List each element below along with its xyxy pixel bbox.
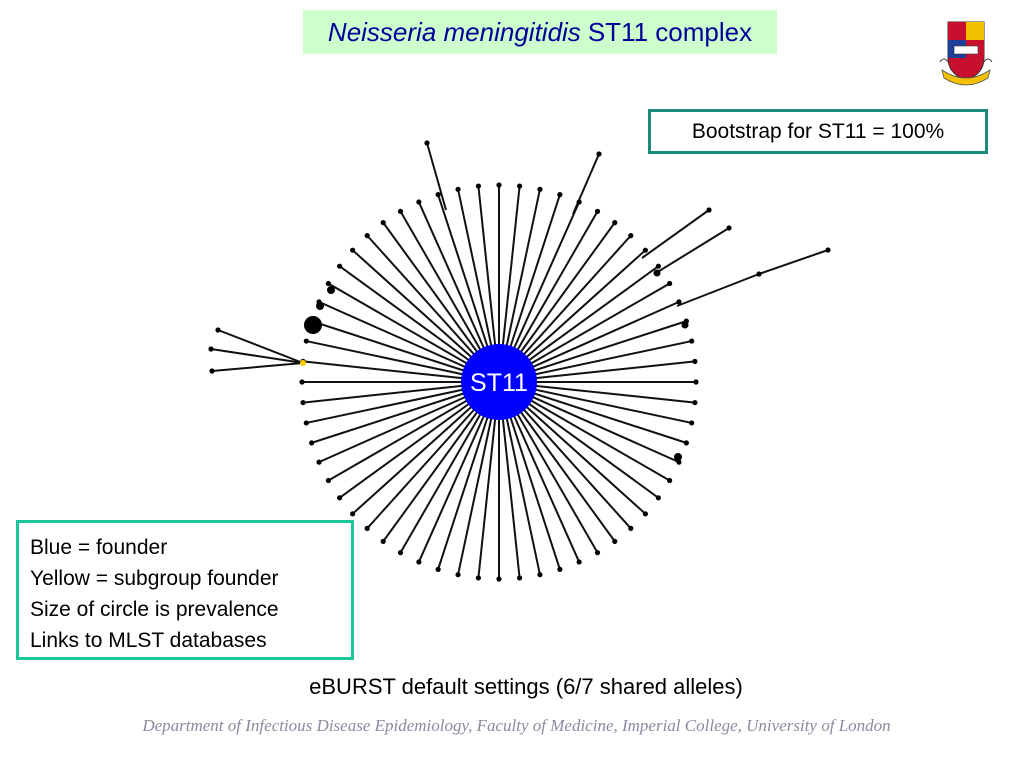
st-node[interactable] xyxy=(667,280,673,287)
st-node[interactable] xyxy=(455,186,461,192)
st-node[interactable] xyxy=(337,263,343,269)
branch-line xyxy=(210,348,304,364)
st-node[interactable] xyxy=(612,220,618,226)
st-node[interactable] xyxy=(364,233,370,239)
st-node[interactable] xyxy=(475,575,482,581)
st-node[interactable] xyxy=(475,183,482,189)
imperial-college-crest-icon xyxy=(939,21,993,86)
st-node[interactable] xyxy=(683,440,689,446)
st-node[interactable] xyxy=(689,420,695,426)
legend-line-subgroup: Yellow = subgroup founder xyxy=(30,567,279,590)
st-node[interactable] xyxy=(537,186,543,192)
st-node[interactable] xyxy=(316,459,322,465)
node-group xyxy=(208,140,831,582)
branch-line xyxy=(572,153,600,215)
st-node[interactable] xyxy=(416,559,422,565)
st-node[interactable] xyxy=(300,399,306,406)
st-node[interactable] xyxy=(628,233,634,239)
bootstrap-box: Bootstrap for ST11 = 100% xyxy=(648,109,988,154)
branch-node[interactable] xyxy=(209,368,215,374)
branch-node[interactable] xyxy=(825,247,831,253)
st-node[interactable] xyxy=(557,566,563,572)
st-node[interactable] xyxy=(693,379,699,385)
st-node[interactable] xyxy=(594,208,601,214)
prevalent-node[interactable] xyxy=(653,269,661,277)
branch-node[interactable] xyxy=(424,140,430,146)
st-node[interactable] xyxy=(380,220,386,226)
founder-label: ST11 xyxy=(470,369,528,397)
branch-line xyxy=(217,329,304,364)
st-node[interactable] xyxy=(325,477,331,484)
prevalent-node[interactable] xyxy=(316,302,324,310)
st-node[interactable] xyxy=(397,550,404,556)
st-node[interactable] xyxy=(692,358,698,365)
legend-box: Blue = founder Yellow = subgroup founder… xyxy=(16,520,354,660)
prevalent-node[interactable] xyxy=(681,321,689,329)
st-node[interactable] xyxy=(455,572,461,578)
title-species: Neisseria meningitidis xyxy=(327,16,581,47)
st-node[interactable] xyxy=(557,192,563,198)
branch-node[interactable] xyxy=(726,225,732,231)
st-node[interactable] xyxy=(676,299,682,305)
st-node[interactable] xyxy=(612,538,618,544)
branch-line xyxy=(758,249,829,275)
st-node[interactable] xyxy=(516,575,523,581)
st-node[interactable] xyxy=(337,495,343,501)
st-node[interactable] xyxy=(299,379,305,385)
st-node[interactable] xyxy=(692,399,698,406)
st-node[interactable] xyxy=(655,263,661,269)
st-node[interactable] xyxy=(576,559,582,565)
st-node[interactable] xyxy=(435,192,441,198)
legend-line-founder: Blue = founder xyxy=(30,536,168,559)
branch-node[interactable] xyxy=(706,207,712,213)
st-node[interactable] xyxy=(416,199,422,205)
st-node[interactable] xyxy=(655,495,661,501)
st-node[interactable] xyxy=(667,477,673,484)
prevalent-node[interactable] xyxy=(304,316,322,334)
branch-line xyxy=(211,362,304,372)
st-node[interactable] xyxy=(350,247,356,253)
legend-line-size: Size of circle is prevalence xyxy=(30,598,279,621)
st-node[interactable] xyxy=(628,525,634,531)
st-node[interactable] xyxy=(594,550,601,556)
branch-line xyxy=(641,209,710,259)
branch-line xyxy=(676,273,760,307)
st-node[interactable] xyxy=(576,199,582,205)
st-node[interactable] xyxy=(309,440,315,446)
st-node[interactable] xyxy=(496,576,502,582)
settings-caption: eBURST default settings (6/7 shared alle… xyxy=(309,674,743,699)
st-node[interactable] xyxy=(435,566,441,572)
st-node[interactable] xyxy=(397,208,404,214)
st-node[interactable] xyxy=(325,280,331,287)
st-node[interactable] xyxy=(642,247,648,253)
branch-node[interactable] xyxy=(208,346,214,352)
title-complex: ST11 complex xyxy=(587,16,753,47)
st-node[interactable] xyxy=(516,183,523,189)
st-node[interactable] xyxy=(303,338,309,344)
slide-title: Neisseria meningitidis ST11 complex xyxy=(303,10,777,54)
branch-line xyxy=(655,227,730,274)
footer-credit: Department of Infectious Disease Epidemi… xyxy=(142,716,891,735)
founder-node[interactable] xyxy=(461,344,537,420)
st-node[interactable] xyxy=(537,572,543,578)
subgroup-founder-node[interactable] xyxy=(300,360,306,366)
st-node[interactable] xyxy=(496,182,502,188)
branch-node[interactable] xyxy=(596,151,602,157)
branch-node[interactable] xyxy=(215,327,221,333)
st-node[interactable] xyxy=(380,538,386,544)
branch-node[interactable] xyxy=(756,271,762,277)
st-node[interactable] xyxy=(350,511,356,517)
st-node[interactable] xyxy=(303,420,309,426)
legend-line-links: Links to MLST databases xyxy=(30,629,267,652)
prevalent-node[interactable] xyxy=(674,453,682,461)
st-node[interactable] xyxy=(364,525,370,531)
st-node[interactable] xyxy=(642,511,648,517)
st-node[interactable] xyxy=(689,338,695,344)
prevalent-node[interactable] xyxy=(327,286,335,294)
bootstrap-text: Bootstrap for ST11 = 100% xyxy=(691,119,945,143)
branch-line xyxy=(426,142,447,211)
